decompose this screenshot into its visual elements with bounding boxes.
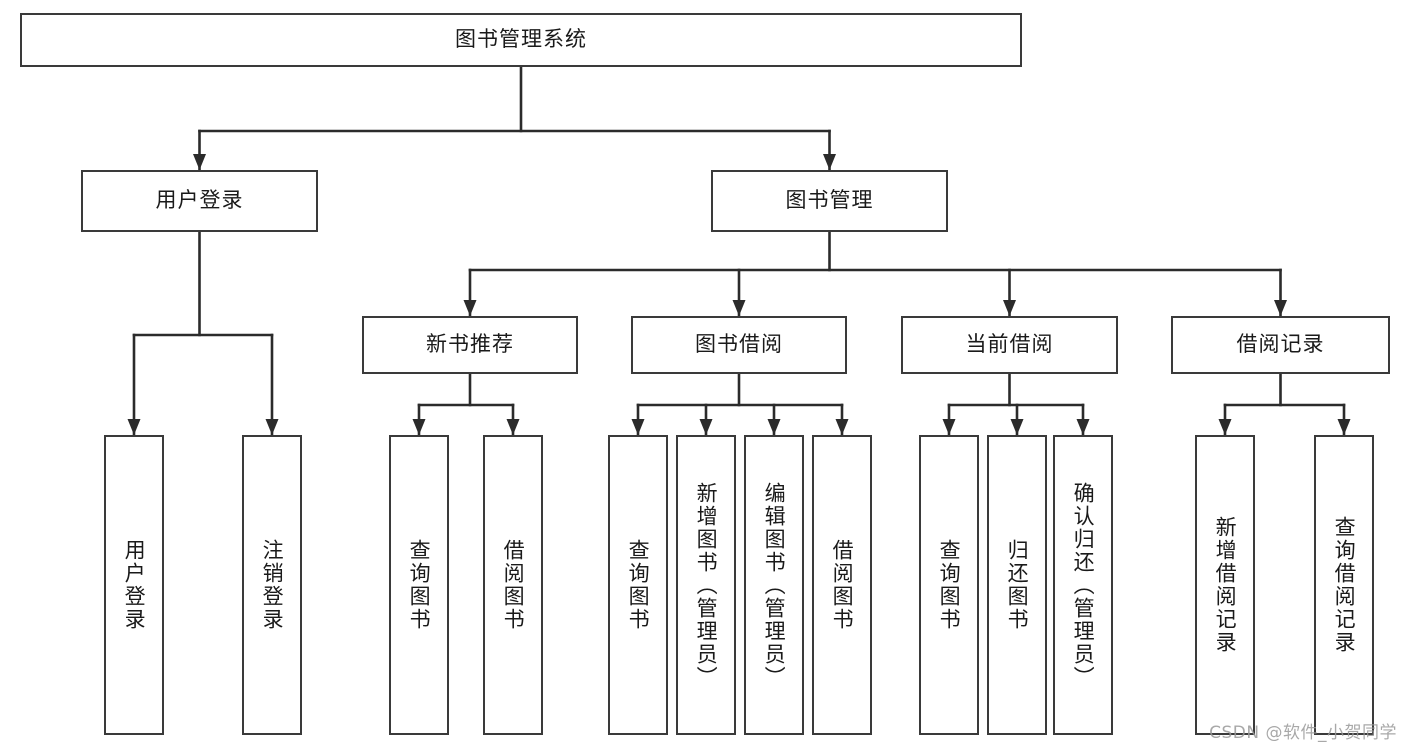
node-l3-book-borrow: 图书借阅 xyxy=(631,316,847,374)
node-label: 注销登录 xyxy=(260,539,285,631)
node-leaf-leaf-user-login: 用户登录 xyxy=(104,435,164,735)
node-label: 新书推荐 xyxy=(426,332,514,357)
node-root-root: 图书管理系统 xyxy=(20,13,1022,67)
node-label: 查询图书 xyxy=(626,539,651,631)
node-leaf-leaf-edit-book: 编辑图书（管理员） xyxy=(744,435,804,735)
node-leaf-leaf-query-book-3: 查询图书 xyxy=(919,435,979,735)
node-leaf-leaf-return-book: 归还图书 xyxy=(987,435,1047,735)
node-l3-borrow-record: 借阅记录 xyxy=(1171,316,1390,374)
node-label: 用户登录 xyxy=(122,539,147,631)
node-l2-user-login: 用户登录 xyxy=(81,170,318,232)
node-leaf-leaf-query-record: 查询借阅记录 xyxy=(1314,435,1374,735)
node-label: 借阅图书 xyxy=(830,539,855,631)
node-leaf-leaf-query-book-1: 查询图书 xyxy=(389,435,449,735)
node-label: 编辑图书（管理员） xyxy=(762,481,787,689)
node-label: 确认归还（管理员） xyxy=(1071,481,1096,689)
node-label: 新增图书（管理员） xyxy=(694,481,719,689)
node-leaf-leaf-borrow-book-2: 借阅图书 xyxy=(812,435,872,735)
node-leaf-leaf-confirm-return: 确认归还（管理员） xyxy=(1053,435,1113,735)
node-label: 图书管理 xyxy=(785,188,874,213)
node-label: 借阅图书 xyxy=(501,539,526,631)
node-label: 当前借阅 xyxy=(965,332,1054,357)
node-label: 查询借阅记录 xyxy=(1332,516,1357,654)
node-label: 查询图书 xyxy=(937,539,962,631)
node-leaf-leaf-query-book-2: 查询图书 xyxy=(608,435,668,735)
node-label: 用户登录 xyxy=(155,188,244,213)
connector-lines xyxy=(132,65,1346,436)
node-label: 归还图书 xyxy=(1005,539,1030,631)
node-leaf-leaf-add-book: 新增图书（管理员） xyxy=(676,435,736,735)
watermark-label: CSDN @软件_小贺同学 xyxy=(1209,723,1397,743)
node-leaf-leaf-logout: 注销登录 xyxy=(242,435,302,735)
node-label: 新增借阅记录 xyxy=(1213,516,1238,654)
node-l3-new-book-recommend: 新书推荐 xyxy=(362,316,578,374)
node-label: 图书管理系统 xyxy=(455,27,587,52)
node-leaf-leaf-borrow-book-1: 借阅图书 xyxy=(483,435,543,735)
node-l3-current-borrow: 当前借阅 xyxy=(901,316,1118,374)
node-label: 图书借阅 xyxy=(695,332,783,357)
node-label: 借阅记录 xyxy=(1236,332,1325,357)
node-l2-book-manage: 图书管理 xyxy=(711,170,948,232)
node-label: 查询图书 xyxy=(407,539,432,631)
node-leaf-leaf-add-record: 新增借阅记录 xyxy=(1195,435,1255,735)
